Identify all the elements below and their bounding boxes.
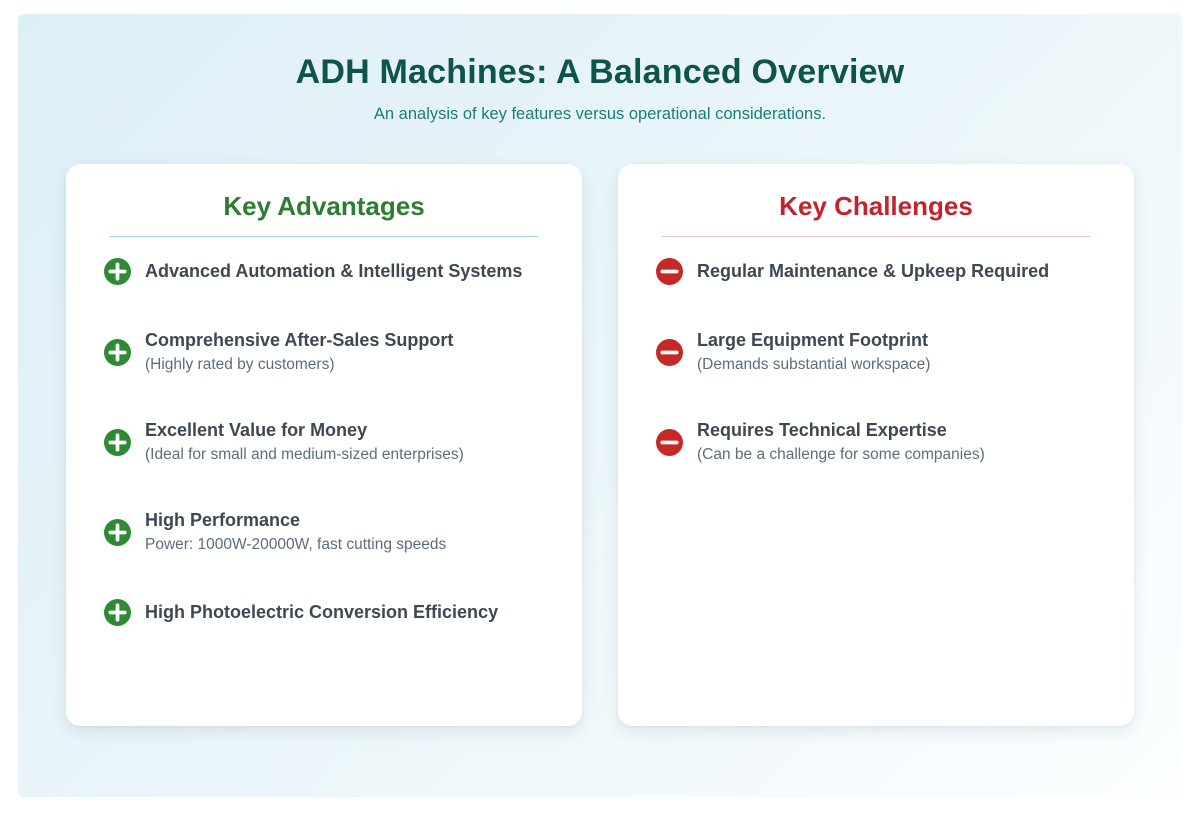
list-item: Advanced Automation & Intelligent System… bbox=[104, 258, 544, 285]
page-title: ADH Machines: A Balanced Overview bbox=[295, 53, 905, 91]
item-text: High Photoelectric Conversion Efficiency bbox=[145, 601, 498, 624]
list-item: High Photoelectric Conversion Efficiency bbox=[104, 599, 544, 626]
advantages-card: Key Advantages Advanced Automation & Int… bbox=[66, 164, 582, 726]
challenges-card: Key Challenges Regular Maintenance & Upk… bbox=[618, 164, 1134, 726]
challenges-divider bbox=[662, 236, 1090, 237]
item-text: Advanced Automation & Intelligent System… bbox=[145, 260, 522, 283]
plus-circle-icon bbox=[104, 428, 131, 456]
item-title: Advanced Automation & Intelligent System… bbox=[145, 261, 523, 281]
list-item: Large Equipment Footprint (Demands subst… bbox=[656, 329, 1096, 375]
list-item: Requires Technical Expertise (Can be a c… bbox=[656, 419, 1096, 465]
list-item: Excellent Value for Money (Ideal for sma… bbox=[104, 419, 544, 465]
plus-circle-icon bbox=[104, 338, 131, 366]
list-item: High Performance Power: 1000W-20000W, fa… bbox=[104, 509, 544, 555]
item-detail: (Demands substantial workspace) bbox=[697, 356, 931, 373]
challenges-heading: Key Challenges bbox=[779, 191, 973, 221]
item-title: High Photoelectric Conversion Efficiency bbox=[145, 602, 499, 622]
page-background: ADH Machines: A Balanced Overview An ana… bbox=[18, 14, 1182, 797]
item-text: Excellent Value for Money (Ideal for sma… bbox=[145, 419, 464, 465]
item-text: Large Equipment Footprint (Demands subst… bbox=[697, 329, 930, 375]
item-title: Requires Technical Expertise bbox=[697, 420, 947, 440]
page-header: ADH Machines: A Balanced Overview An ana… bbox=[18, 14, 1182, 124]
minus-circle-icon bbox=[656, 428, 683, 456]
advantages-heading: Key Advantages bbox=[223, 191, 425, 221]
list-item: Comprehensive After-Sales Support (Highl… bbox=[104, 329, 544, 375]
page-subtitle: An analysis of key features versus opera… bbox=[373, 105, 827, 123]
item-text: Regular Maintenance & Upkeep Required bbox=[697, 260, 1049, 283]
challenges-list: Regular Maintenance & Upkeep Required La… bbox=[656, 258, 1096, 465]
item-title: Large Equipment Footprint bbox=[697, 330, 928, 350]
item-detail: (Ideal for small and medium-sized enterp… bbox=[145, 446, 464, 463]
item-title: Excellent Value for Money bbox=[145, 420, 368, 440]
advantages-list: Advanced Automation & Intelligent System… bbox=[104, 258, 544, 626]
minus-circle-icon bbox=[656, 338, 683, 366]
item-detail: Power: 1000W-20000W, fast cutting speeds bbox=[145, 536, 447, 553]
item-title: High Performance bbox=[145, 510, 301, 530]
advantages-divider bbox=[110, 236, 538, 237]
item-detail: (Can be a challenge for some companies) bbox=[697, 446, 985, 463]
cards-row: Key Advantages Advanced Automation & Int… bbox=[18, 124, 1182, 726]
plus-circle-icon bbox=[104, 518, 131, 546]
item-detail: (Highly rated by customers) bbox=[145, 356, 335, 373]
item-text: Requires Technical Expertise (Can be a c… bbox=[697, 419, 985, 465]
plus-circle-icon bbox=[104, 599, 131, 626]
item-title: Comprehensive After-Sales Support bbox=[145, 330, 454, 350]
plus-circle-icon bbox=[104, 258, 131, 285]
item-text: High Performance Power: 1000W-20000W, fa… bbox=[145, 509, 446, 555]
item-text: Comprehensive After-Sales Support (Highl… bbox=[145, 329, 453, 375]
list-item: Regular Maintenance & Upkeep Required bbox=[656, 258, 1096, 285]
minus-circle-icon bbox=[656, 258, 683, 285]
item-title: Regular Maintenance & Upkeep Required bbox=[697, 261, 1050, 281]
